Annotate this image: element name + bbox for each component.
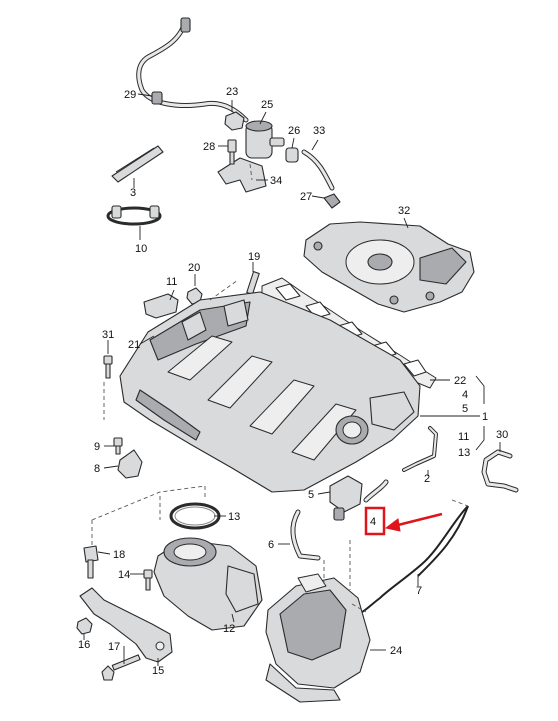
hose-6 — [290, 509, 321, 561]
support-15 — [79, 587, 173, 663]
hose-4 — [363, 479, 389, 503]
sensor-8 — [117, 449, 143, 479]
label-2: 2 — [424, 473, 430, 485]
bolt-17 — [101, 654, 141, 681]
label-3: 3 — [130, 187, 136, 199]
hose-clamp-10 — [106, 205, 162, 226]
air-filter-housing-24 — [265, 573, 371, 703]
screw-9 — [113, 437, 123, 455]
label-33: 33 — [313, 125, 325, 137]
screw-28 — [227, 139, 237, 165]
highlight-box — [364, 506, 386, 536]
label-28: 28 — [203, 141, 215, 153]
hose-33 — [301, 149, 335, 191]
label-30: 30 — [496, 429, 508, 441]
screw-14 — [143, 569, 153, 591]
breather-hose-29 — [136, 17, 249, 123]
label-18: 18 — [113, 549, 125, 561]
throttle-body-12 — [153, 537, 263, 631]
label-26: 26 — [288, 125, 300, 137]
cable-tie-3 — [111, 145, 164, 183]
clip-27 — [323, 193, 341, 209]
label-6: 6 — [268, 539, 274, 551]
red-arrow-icon — [393, 512, 443, 528]
label-4-highlighted: 4 — [370, 516, 376, 528]
label-34: 34 — [270, 175, 282, 187]
o-ring-13 — [169, 502, 221, 530]
valve-25 — [245, 120, 285, 159]
label-11-side: 11 — [458, 431, 469, 443]
connector-26 — [285, 147, 299, 163]
label-17: 17 — [108, 641, 120, 653]
valve-5 — [329, 475, 363, 521]
hose-7 — [361, 505, 469, 613]
label-13: 13 — [228, 511, 240, 523]
label-29: 29 — [124, 89, 136, 101]
label-5: 5 — [308, 489, 314, 501]
stud-19 — [246, 271, 260, 295]
label-9: 9 — [94, 441, 100, 453]
label-21: 21 — [128, 339, 140, 351]
label-1: 1 — [482, 411, 488, 423]
nut-16 — [76, 617, 93, 635]
bracket-34 — [217, 157, 267, 193]
label-15: 15 — [152, 665, 164, 677]
label-27: 27 — [300, 191, 312, 203]
label-11-top: 11 — [166, 276, 177, 288]
stud-18 — [83, 545, 99, 579]
label-8: 8 — [94, 463, 100, 475]
label-13-side: 13 — [458, 447, 470, 459]
label-7: 7 — [416, 585, 422, 597]
red-arrowhead-icon — [384, 518, 401, 532]
label-14: 14 — [118, 569, 130, 581]
label-24: 24 — [390, 645, 402, 657]
hose-30 — [481, 449, 519, 493]
label-4-side: 4 — [462, 389, 468, 401]
label-12: 12 — [223, 623, 235, 635]
label-23: 23 — [226, 86, 238, 98]
label-10: 10 — [135, 243, 147, 255]
highlight-callout: 4 — [364, 506, 443, 536]
label-32: 32 — [398, 205, 410, 217]
label-25: 25 — [261, 99, 273, 111]
bolt-31 — [103, 355, 113, 379]
label-20: 20 — [188, 262, 200, 274]
label-5-side: 5 — [462, 403, 468, 415]
cylinder-head-cover-32 — [303, 221, 475, 313]
label-16: 16 — [78, 639, 90, 651]
label-31: 31 — [102, 329, 114, 341]
nut-23 — [224, 111, 245, 131]
label-19: 19 — [248, 251, 260, 263]
label-22: 22 — [454, 375, 466, 387]
pipe-2 — [402, 426, 438, 472]
intake-manifold-1 — [119, 291, 421, 493]
sensor-11 — [143, 293, 179, 319]
